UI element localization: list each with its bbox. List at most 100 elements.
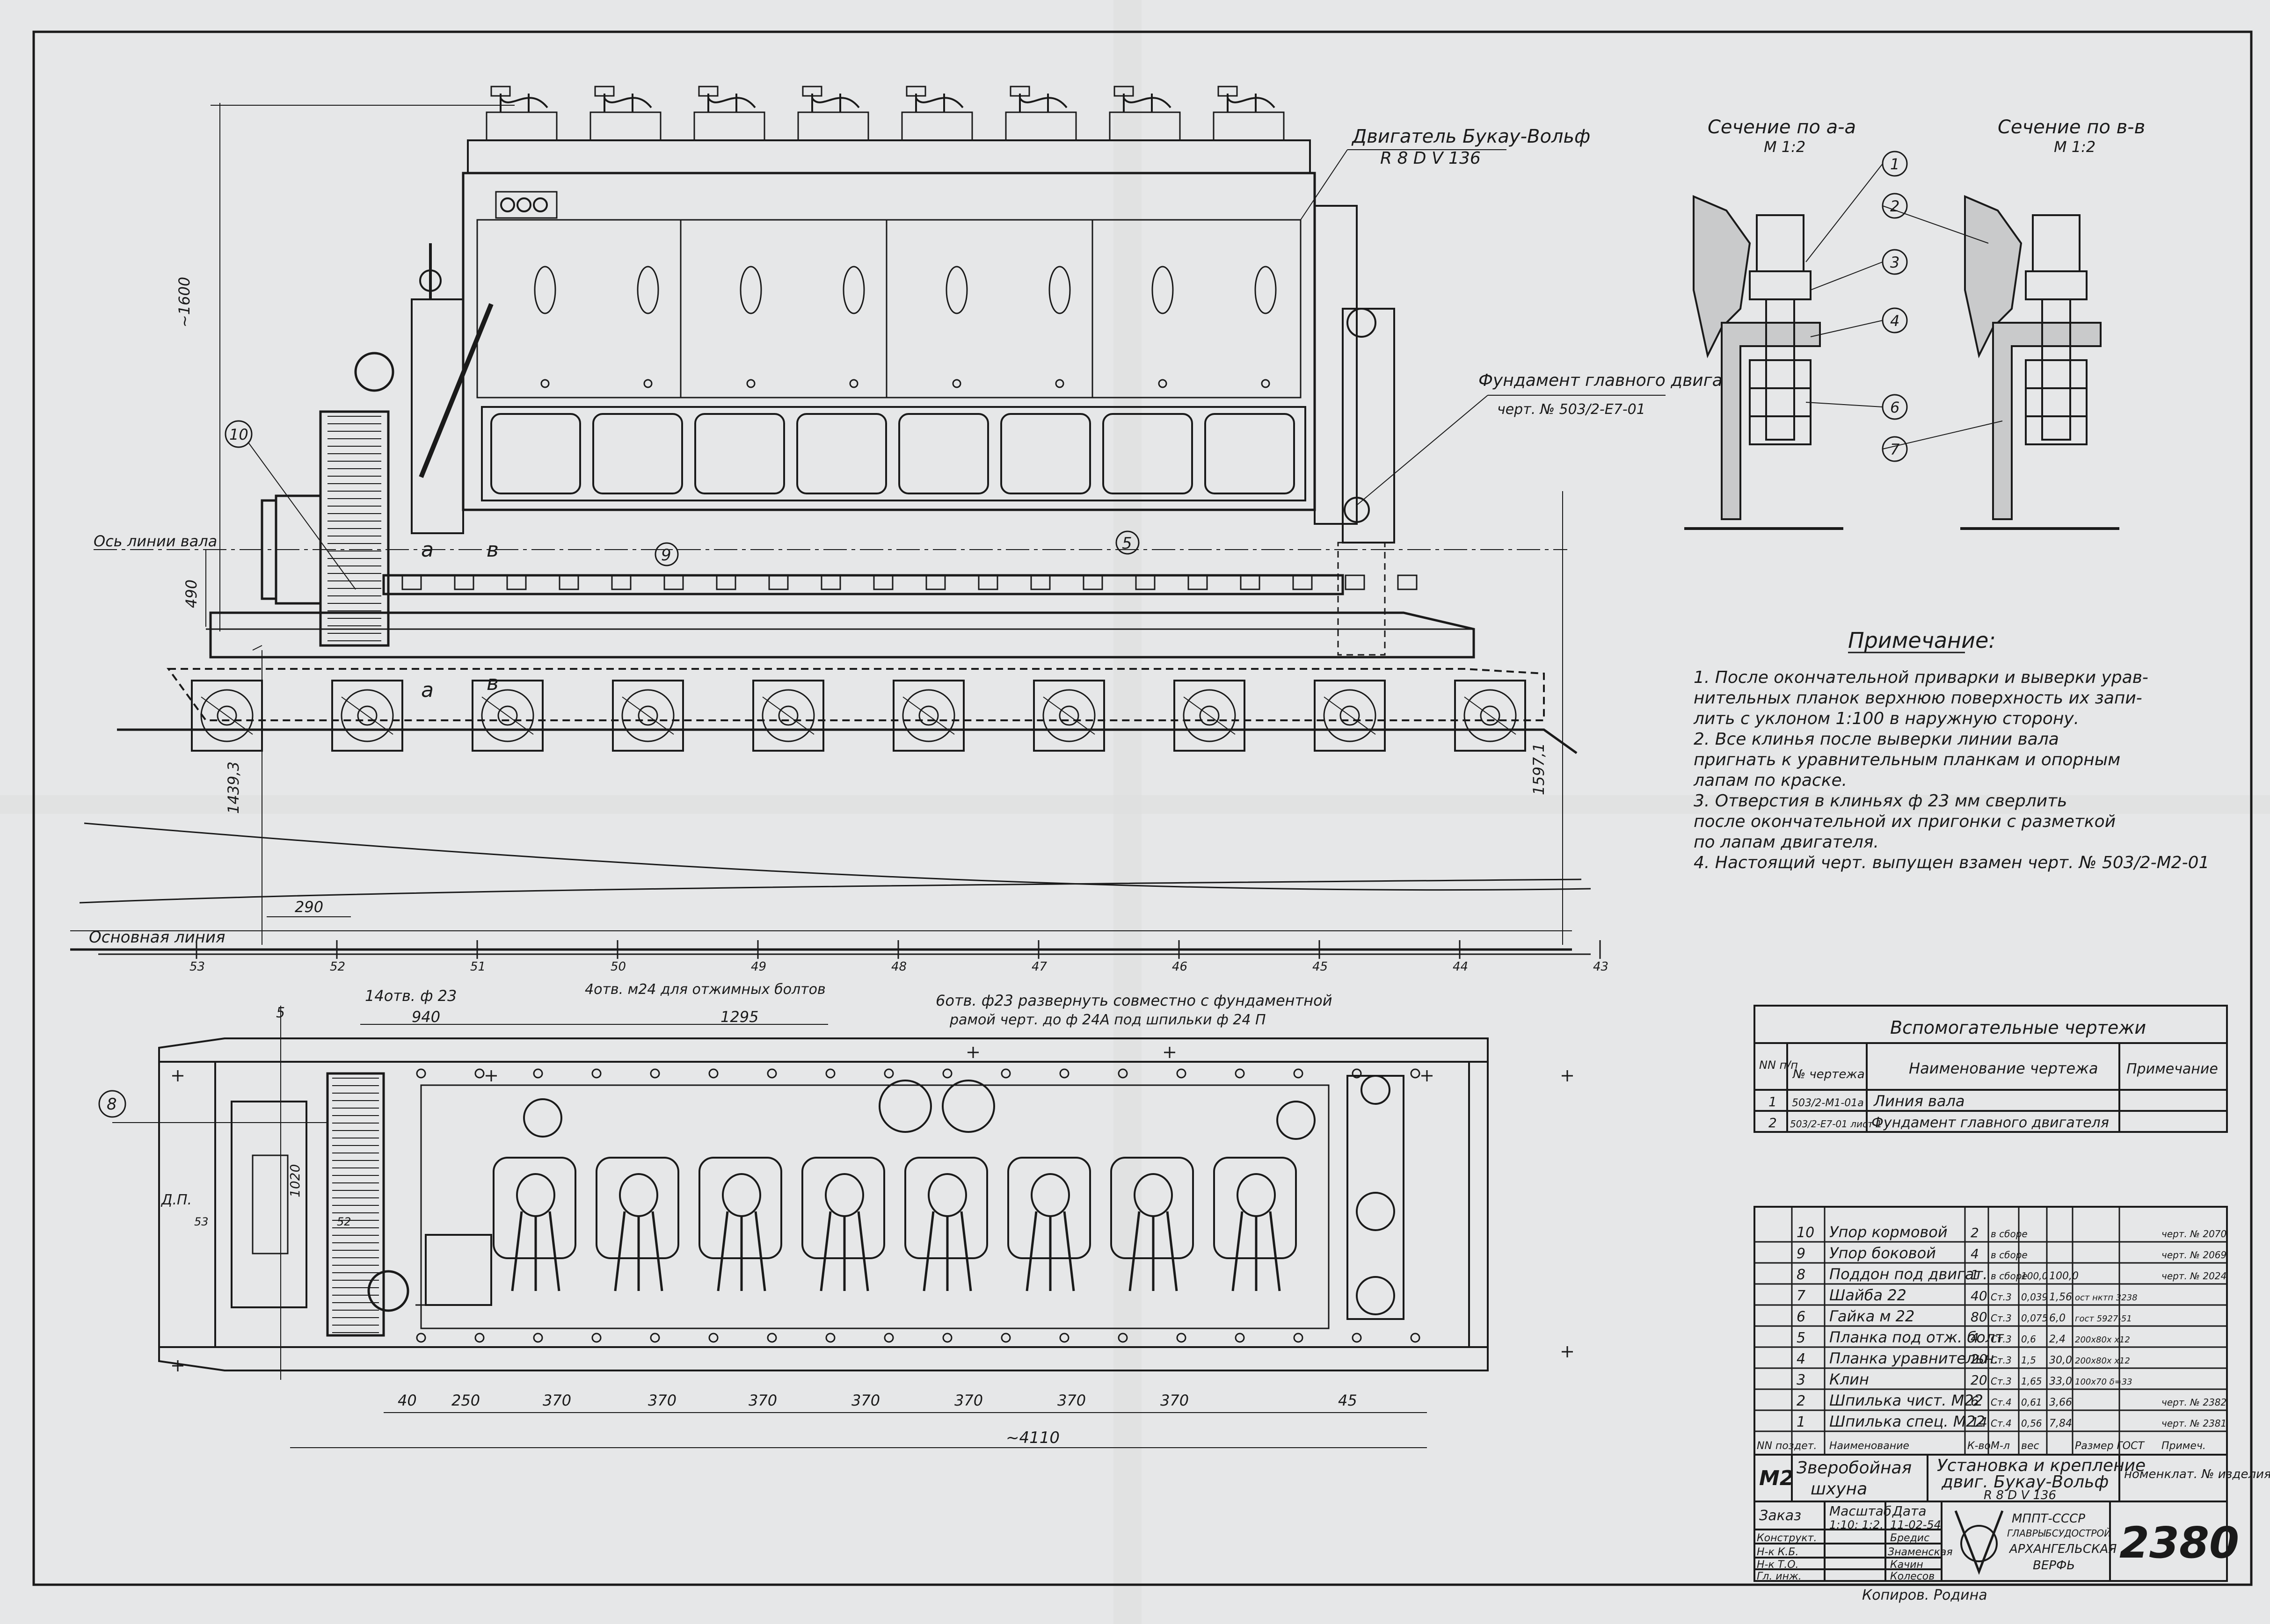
- aux-h-no: № чертежа: [1792, 1067, 1865, 1081]
- frame-number: 44: [1453, 960, 1468, 974]
- name-2: Знаменская: [1888, 1546, 1953, 1558]
- role-2: Н-к К.Б.: [1757, 1546, 1798, 1558]
- spec-qty: 40: [1971, 1288, 1987, 1304]
- spec-name: Шайба 22: [1829, 1286, 1906, 1304]
- spec-weight-unit: 100,0: [2021, 1270, 2048, 1282]
- section-a-hull: [1693, 195, 1751, 358]
- spec-pos: 6: [1797, 1309, 1805, 1325]
- frame-number: 43: [1593, 960, 1608, 974]
- note-line: 4. Настоящий черт. выпущен взамен черт. …: [1694, 853, 2209, 872]
- dim-490: 490: [182, 580, 200, 608]
- spec-note: черт. № 2381: [2161, 1418, 2226, 1429]
- shaft-axis-label: Ось линии вала: [94, 532, 217, 550]
- section-callout: 3: [1890, 254, 1899, 271]
- aux-h-note: Примечание: [2126, 1061, 2218, 1077]
- spec-gost: 200х80х х12: [2075, 1335, 2130, 1345]
- spec-material: Ст.3: [1991, 1355, 2012, 1366]
- frame-number: 45: [1312, 960, 1328, 974]
- spec-name: Шпилька чист. М22: [1829, 1392, 1983, 1409]
- aux-h-nn: NN п/п: [1759, 1058, 1798, 1072]
- frame-number: 48: [891, 960, 907, 974]
- spec-weight-total: 30,0: [2049, 1355, 2072, 1366]
- spec-footer-cell: Размер ГОСТ: [2075, 1440, 2145, 1452]
- engine-name-label: Двигатель Букау-Вольф: [1351, 126, 1590, 147]
- plan-view-labels: 8 5 14отв. ф 23 4отв. м24 для отжимных б…: [98, 981, 1357, 1447]
- spec-material: Ст.4: [1991, 1418, 2012, 1429]
- title-block: [1753, 1454, 2228, 1582]
- note-line: после окончательной их пригонки с размет…: [1694, 812, 2116, 831]
- title-block-text: М2 Зверобойная шхуна Установка и креплен…: [1757, 1456, 2270, 1603]
- holes-m24-label: 4отв. м24 для отжимных болтов: [585, 981, 826, 998]
- aux-table-title: Вспомогательные чертежи: [1890, 1017, 2146, 1038]
- spec-gost: ост нктп 3238: [2075, 1293, 2138, 1303]
- frame-number: 53: [189, 960, 205, 974]
- aux-r2-name: Фундамент главного двигателя: [1871, 1115, 2109, 1131]
- dim-value: 370: [1057, 1392, 1086, 1409]
- shipyard-emblem-icon: [1954, 1510, 2004, 1575]
- dim-value: 370: [749, 1392, 777, 1409]
- spec-footer-cell: М-л: [1991, 1440, 2010, 1452]
- frame-number: 49: [751, 960, 766, 974]
- holes-note-1: 6отв. ф23 развернуть совместно с фундаме…: [936, 992, 1332, 1009]
- aux-r1-name: Линия вала: [1873, 1092, 1965, 1110]
- section-mark-a: а: [421, 538, 434, 562]
- vessel-type-1: Зверобойная: [1797, 1458, 1912, 1478]
- plan-cylinders: [493, 1157, 1297, 1291]
- spec-gost: гост 5927-51: [2075, 1314, 2132, 1324]
- spec-pos: 2: [1797, 1393, 1805, 1409]
- spec-weight-total: 2,4: [2049, 1334, 2066, 1345]
- sheet-border: [32, 30, 2253, 1586]
- plan-flywheel: [326, 1072, 385, 1337]
- spec-gost: 200х80х х12: [2075, 1356, 2130, 1366]
- section-b-scale: М 1:2: [2054, 138, 2095, 156]
- scale-value: 1:10; 1:2.: [1829, 1518, 1884, 1531]
- foundation-label: Фундамент главного двигат.: [1478, 371, 1738, 390]
- spec-footer-cell: Примеч.: [2161, 1440, 2206, 1452]
- spec-pos: 9: [1797, 1246, 1805, 1262]
- callout-10: 10: [229, 426, 248, 443]
- spec-material: Ст.3: [1991, 1334, 2012, 1345]
- spec-note: черт. № 2382: [2161, 1397, 2226, 1408]
- section-b-title: Сечение по в-в: [1998, 116, 2145, 138]
- aux-table-text: Вспомогательные чертежи NN п/п № чертежа…: [1759, 1017, 2218, 1131]
- pressure-gauge: [354, 352, 394, 392]
- section-mark-b-lower: в: [487, 671, 499, 695]
- spec-pos: 3: [1797, 1372, 1805, 1388]
- spec-material: Ст.4: [1991, 1397, 2012, 1408]
- copied-by: Копиров. Родина: [1862, 1587, 1987, 1603]
- section-mark-b: в: [487, 538, 499, 562]
- spec-weight-unit: 1,5: [2021, 1355, 2036, 1366]
- bedplate: [382, 574, 1344, 595]
- spec-qty: 6: [1971, 1393, 1979, 1409]
- spec-weight-total: 6,0: [2049, 1312, 2066, 1324]
- aux-drawings-table: [1753, 1005, 2228, 1133]
- aux-r2-no: 503/2-Е7-01 лист 1: [1790, 1118, 1882, 1130]
- dim-1295: 1295: [720, 1008, 758, 1026]
- aux-r2-nn: 2: [1768, 1115, 1777, 1131]
- spec-weight-unit: 0,075: [2021, 1312, 2048, 1324]
- spec-weight-unit: 0,56: [2021, 1418, 2042, 1429]
- order-label: Заказ: [1759, 1508, 1801, 1524]
- section-mark-a-lower: а: [421, 678, 434, 702]
- dim-290: 290: [295, 898, 323, 916]
- hull-frames: [191, 680, 1526, 752]
- aux-r1-no: 503/2-М1-01а: [1792, 1097, 1864, 1109]
- spec-footer-cell: вес: [2021, 1440, 2039, 1452]
- spec-footer-cell: К-во: [1967, 1440, 1991, 1452]
- spec-weight-unit: 0,039: [2021, 1291, 2048, 1303]
- frame-number: 46: [1172, 960, 1187, 974]
- spec-name: Клин: [1829, 1370, 1869, 1388]
- side-view: [70, 86, 1591, 955]
- drawing-title-1: Установка и крепление: [1937, 1456, 2146, 1475]
- spec-name: Гайка м 22: [1829, 1307, 1914, 1325]
- spec-qty: 20: [1971, 1372, 1987, 1388]
